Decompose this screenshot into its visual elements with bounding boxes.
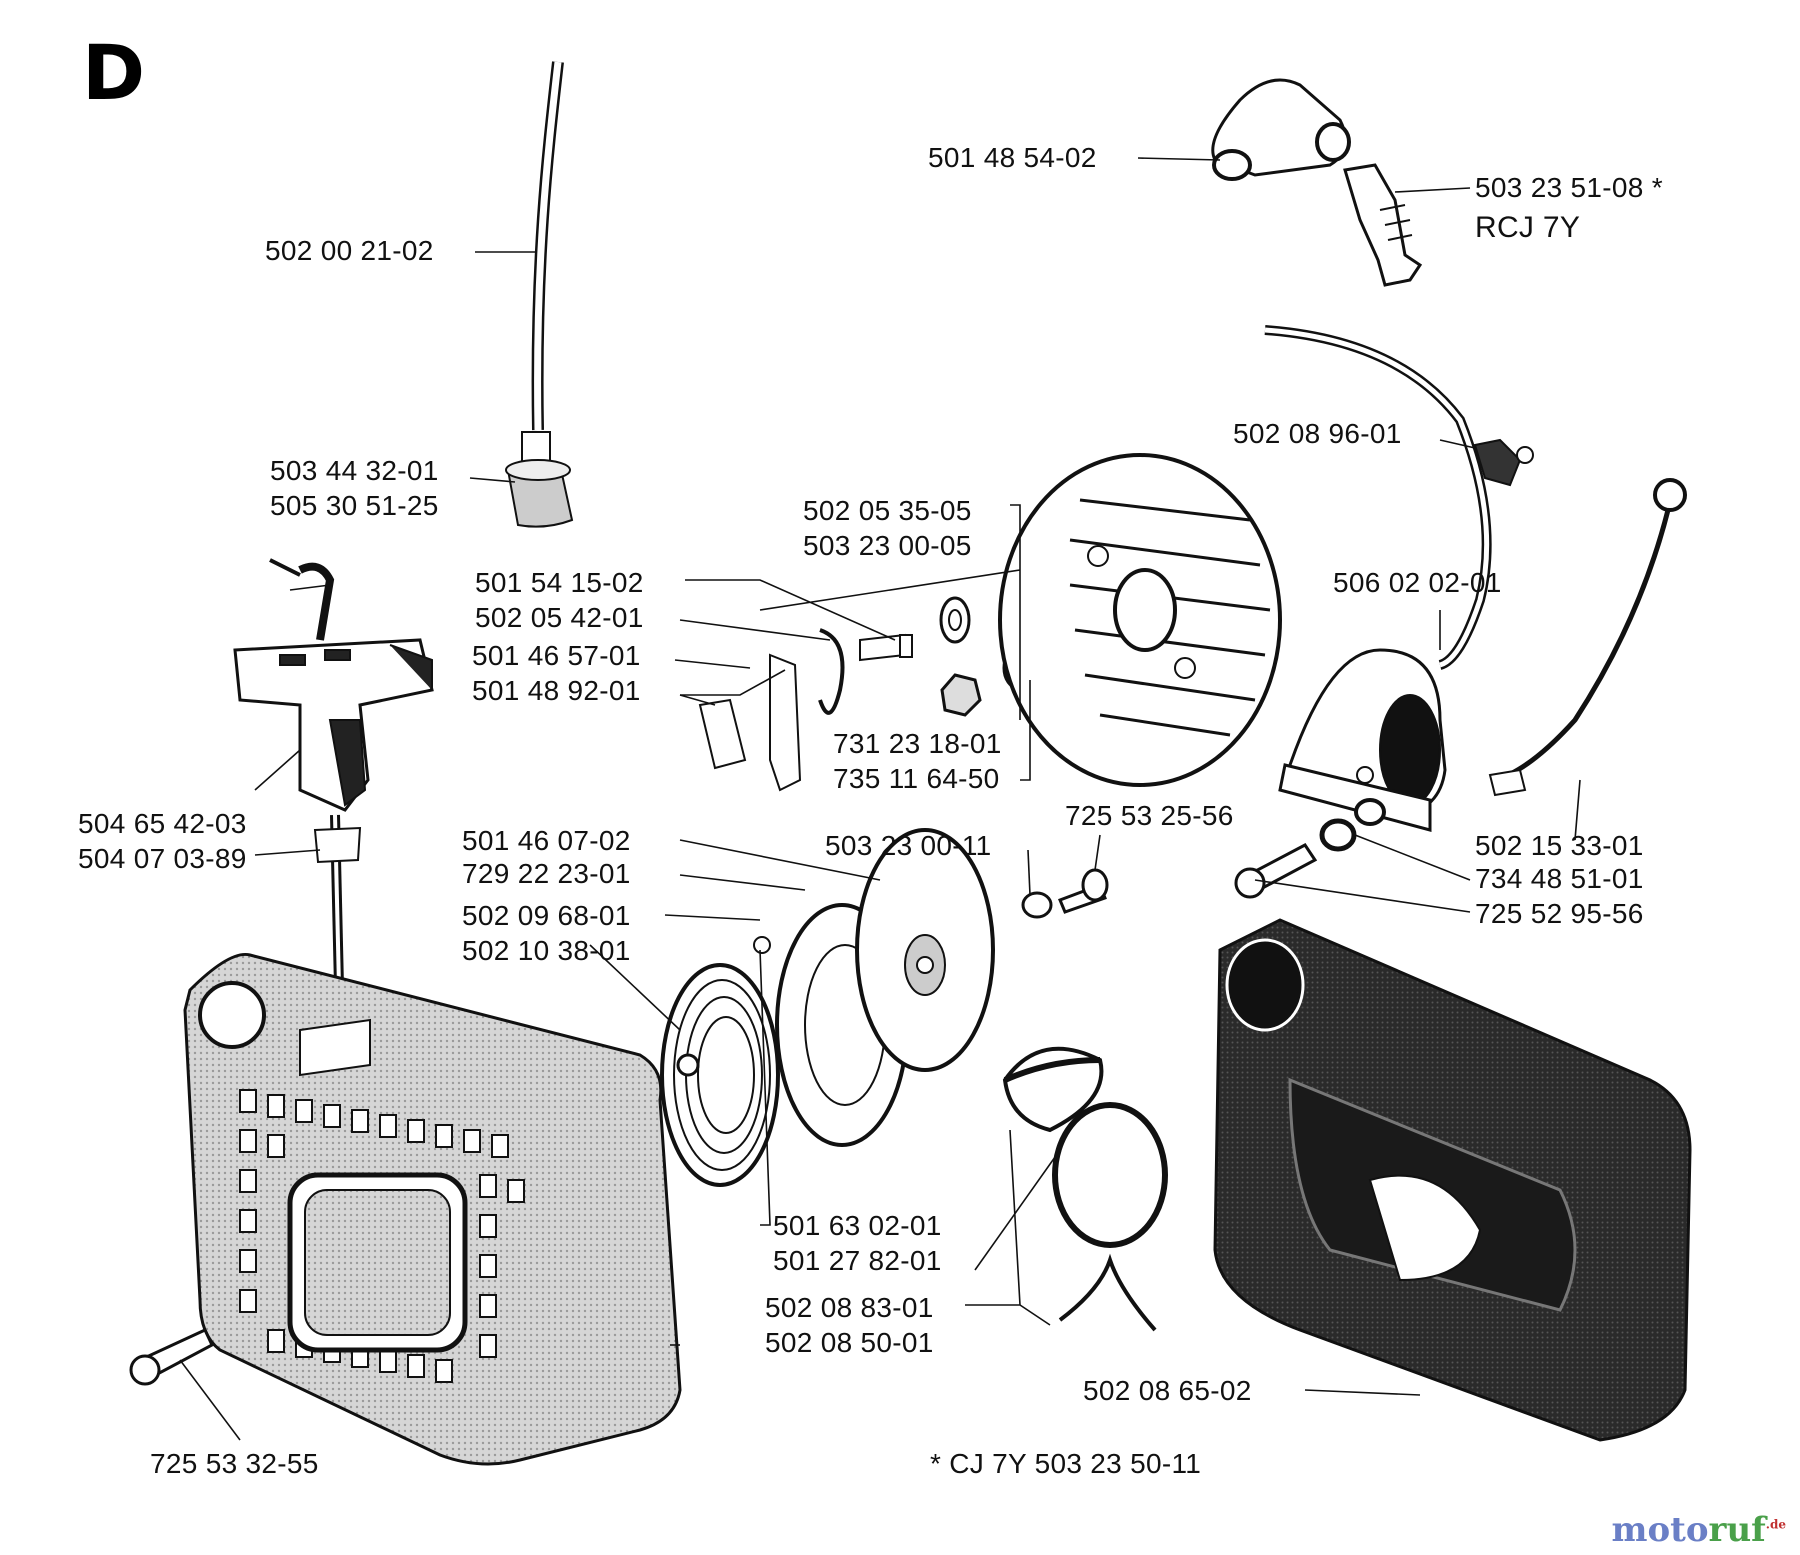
fuel-filter-part [505, 431, 574, 528]
clip-502-08-96-01-part [1473, 438, 1534, 487]
starter-pawl-plate-part [855, 828, 995, 1072]
part-label-501-48-92-01: 501 48 92-01 [472, 675, 641, 706]
part-label-502-08-96-01: 502 08 96-01 [1233, 418, 1402, 449]
part-label-503-44-32-01: 503 44 32-01 [270, 455, 439, 486]
spark-plug-boot-part [1211, 78, 1351, 181]
part-label-501-46-07-02: 501 46 07-02 [462, 825, 631, 856]
watermark-part-a: moto [1611, 1510, 1709, 1550]
ground-wire-part [1488, 478, 1687, 797]
part-label-502-08-50-01: 502 08 50-01 [765, 1327, 934, 1358]
part-label-729-22-23-01: 729 22 23-01 [462, 858, 631, 889]
part-label-501-48-54-02: 501 48 54-02 [928, 142, 1097, 173]
watermark-part-b: ruf [1708, 1510, 1766, 1550]
part-label-505-30-51-25: 505 30 51-25 [270, 490, 439, 521]
starter-handle-part [233, 558, 434, 812]
part-label-502-09-68-01: 502 09 68-01 [462, 900, 631, 931]
part-label-725-53-32-55: 725 53 32-55 [150, 1448, 319, 1479]
fuel-cap-part [1002, 1046, 1168, 1332]
part-label-734-48-51-01: 734 48 51-01 [1475, 863, 1644, 894]
part-label-502-08-83-01: 502 08 83-01 [765, 1292, 934, 1323]
part-label-503-23-00-11: 503 23 00-11 [825, 830, 992, 861]
part-label-501-63-02-01: 501 63 02-01 [773, 1210, 942, 1241]
part-label-502-10-38-01: 502 10 38-01 [462, 935, 631, 966]
flywheel-part [998, 453, 1282, 787]
part-label-504-07-03-89: 504 07 03-89 [78, 843, 247, 874]
part-label-725-53-25-56: 725 53 25-56 [1065, 800, 1234, 831]
part-label-502-08-65-02: 502 08 65-02 [1083, 1375, 1252, 1406]
part-label-735-11-64-50: 735 11 64-50 [833, 763, 1000, 794]
leader-lines [179, 157, 1581, 1441]
part-label-725-52-95-56: 725 52 95-56 [1475, 898, 1644, 929]
section-letter: D [82, 28, 146, 117]
screw-725-53-25-56-part [1021, 868, 1109, 919]
watermark-logo: motoruf.de [1611, 1510, 1786, 1550]
spark-plug-part [1343, 163, 1423, 287]
part-label-503-23-00-05: 503 23 00-05 [803, 530, 972, 561]
part-label-501-54-15-02: 501 54 15-02 [475, 567, 644, 598]
watermark-part-c: .de [1765, 1517, 1786, 1532]
part-label-502-00-21-02: 502 00 21-02 [265, 235, 434, 266]
part-label-731-23-18-01: 731 23 18-01 [833, 728, 1002, 759]
part-label-501-27-82-01: 501 27 82-01 [773, 1245, 942, 1276]
footnote-cj7y: * CJ 7Y 503 23 50-11 [930, 1448, 1202, 1479]
part-label-501-46-57-01: 501 46 57-01 [472, 640, 641, 671]
part-label-502-05-42-01: 502 05 42-01 [475, 602, 644, 633]
fuel-hose-part [531, 61, 564, 431]
screw-725-53-32-55-part [129, 1328, 214, 1386]
part-label-502-15-33-01: 502 15 33-01 [1475, 830, 1644, 861]
ignition-module-part [1278, 648, 1447, 832]
washers-screw-parts [1234, 798, 1386, 899]
spark-plug-type-label: RCJ 7Y [1475, 211, 1581, 244]
part-label-503-23-51-08: 503 23 51-08 * [1475, 172, 1663, 203]
fuel-tank-part [1213, 918, 1692, 1442]
part-label-502-05-35-05: 502 05 35-05 [803, 495, 972, 526]
ignition-lead-part [1264, 325, 1492, 670]
pawl-parts [698, 628, 913, 792]
recoil-spring-part [660, 963, 780, 1187]
starter-cover-part [183, 952, 682, 1466]
part-label-506-02-02-01: 506 02 02-01 [1333, 567, 1502, 598]
part-label-504-65-42-03: 504 65 42-03 [78, 808, 247, 839]
